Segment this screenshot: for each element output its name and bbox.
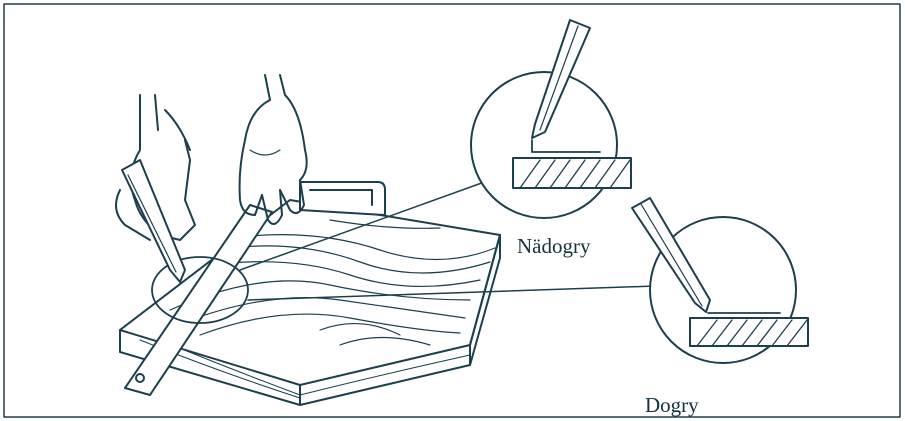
pencil-icon (122, 160, 185, 282)
wooden-board-icon (120, 200, 500, 405)
detail-circle-right (632, 198, 808, 363)
wrong-method-label: Nädogry (517, 236, 590, 257)
right-method-label: Dogry (645, 395, 699, 416)
detail-circle-wrong (471, 20, 631, 218)
stop-block (300, 182, 385, 215)
